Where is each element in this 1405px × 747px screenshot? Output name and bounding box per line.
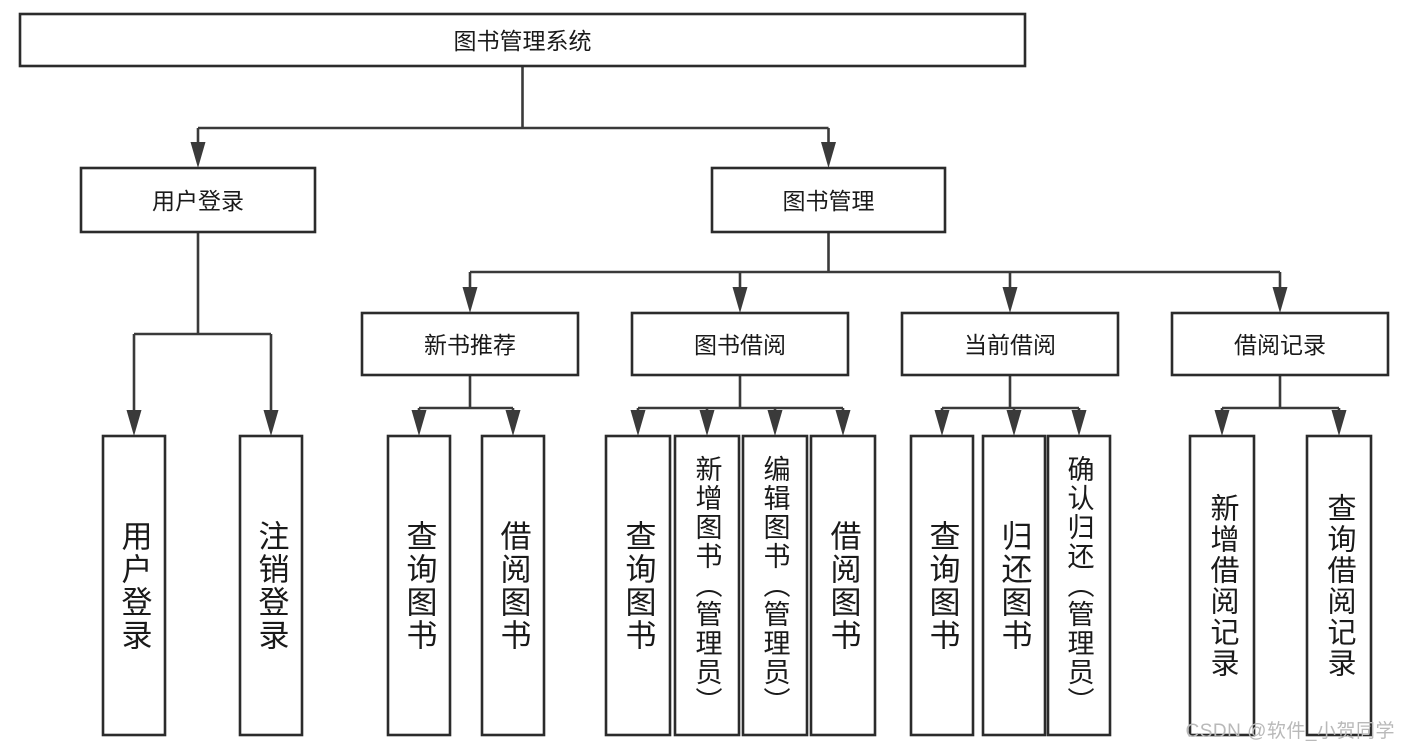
- node-box-level2-0[interactable]: [79, 166, 317, 234]
- arrow-leaf-4-0: [1214, 410, 1230, 436]
- node-box-leaf-5[interactable]: [673, 434, 741, 737]
- arrow-leaf-3-1: [1006, 410, 1022, 436]
- arrow-leaf-4-1: [1331, 410, 1347, 436]
- arrow-leaf-1-1: [505, 410, 521, 436]
- node-box-leaf-12[interactable]: [1305, 434, 1373, 737]
- node-box-level3-1[interactable]: [630, 311, 850, 377]
- node-label-level3-2: 当前借阅: [964, 332, 1056, 358]
- arrow-level3-3: [1272, 287, 1288, 313]
- arrow-leaf-3-0: [934, 410, 950, 436]
- node-box-leaf-6[interactable]: [741, 434, 809, 737]
- arrow-leaf-2-3: [835, 410, 851, 436]
- node-box-level3-2[interactable]: [900, 311, 1120, 377]
- node-box-leaf-0[interactable]: [101, 434, 167, 737]
- node-box-level3-3[interactable]: [1170, 311, 1390, 377]
- arrow-leaf-2-2: [767, 410, 783, 436]
- arrow-leaf-2-0: [630, 410, 646, 436]
- arrow-level2-1: [821, 142, 836, 168]
- boxes-layer: [18, 12, 1390, 737]
- arrow-leaf-0-1: [263, 410, 279, 436]
- arrow-level3-0: [462, 287, 478, 313]
- node-box-leaf-8[interactable]: [909, 434, 975, 737]
- arrow-leaf-1-0: [411, 410, 427, 436]
- node-label-level2-1: 图书管理: [783, 188, 875, 214]
- node-box-leaf-2[interactable]: [386, 434, 452, 737]
- arrow-level2-0: [190, 142, 206, 168]
- connectors-layer: [126, 66, 1347, 436]
- node-box-level3-0[interactable]: [360, 311, 580, 377]
- node-label-level3-0: 新书推荐: [424, 332, 516, 358]
- node-box-level2-1[interactable]: [710, 166, 947, 234]
- watermark: CSDN @软件_小贺同学: [1185, 721, 1395, 742]
- node-box-leaf-3[interactable]: [480, 434, 546, 737]
- node-label-level3-1: 图书借阅: [694, 332, 786, 358]
- node-box-leaf-4[interactable]: [604, 434, 672, 737]
- node-box-leaf-1[interactable]: [238, 434, 304, 737]
- arrow-leaf-2-1: [699, 410, 715, 436]
- node-label-root: 图书管理系统: [454, 28, 592, 54]
- arrow-level3-2: [1002, 287, 1018, 313]
- node-box-leaf-10[interactable]: [1046, 434, 1112, 737]
- node-box-root[interactable]: [18, 12, 1027, 68]
- node-label-level2-0: 用户登录: [152, 188, 244, 214]
- node-box-leaf-7[interactable]: [809, 434, 877, 737]
- node-label-level3-3: 借阅记录: [1234, 332, 1326, 358]
- arrow-level3-1: [732, 287, 748, 313]
- arrow-leaf-3-2: [1071, 410, 1087, 436]
- node-box-leaf-9[interactable]: [981, 434, 1047, 737]
- arrow-leaf-0-0: [126, 410, 142, 436]
- node-box-leaf-11[interactable]: [1188, 434, 1256, 737]
